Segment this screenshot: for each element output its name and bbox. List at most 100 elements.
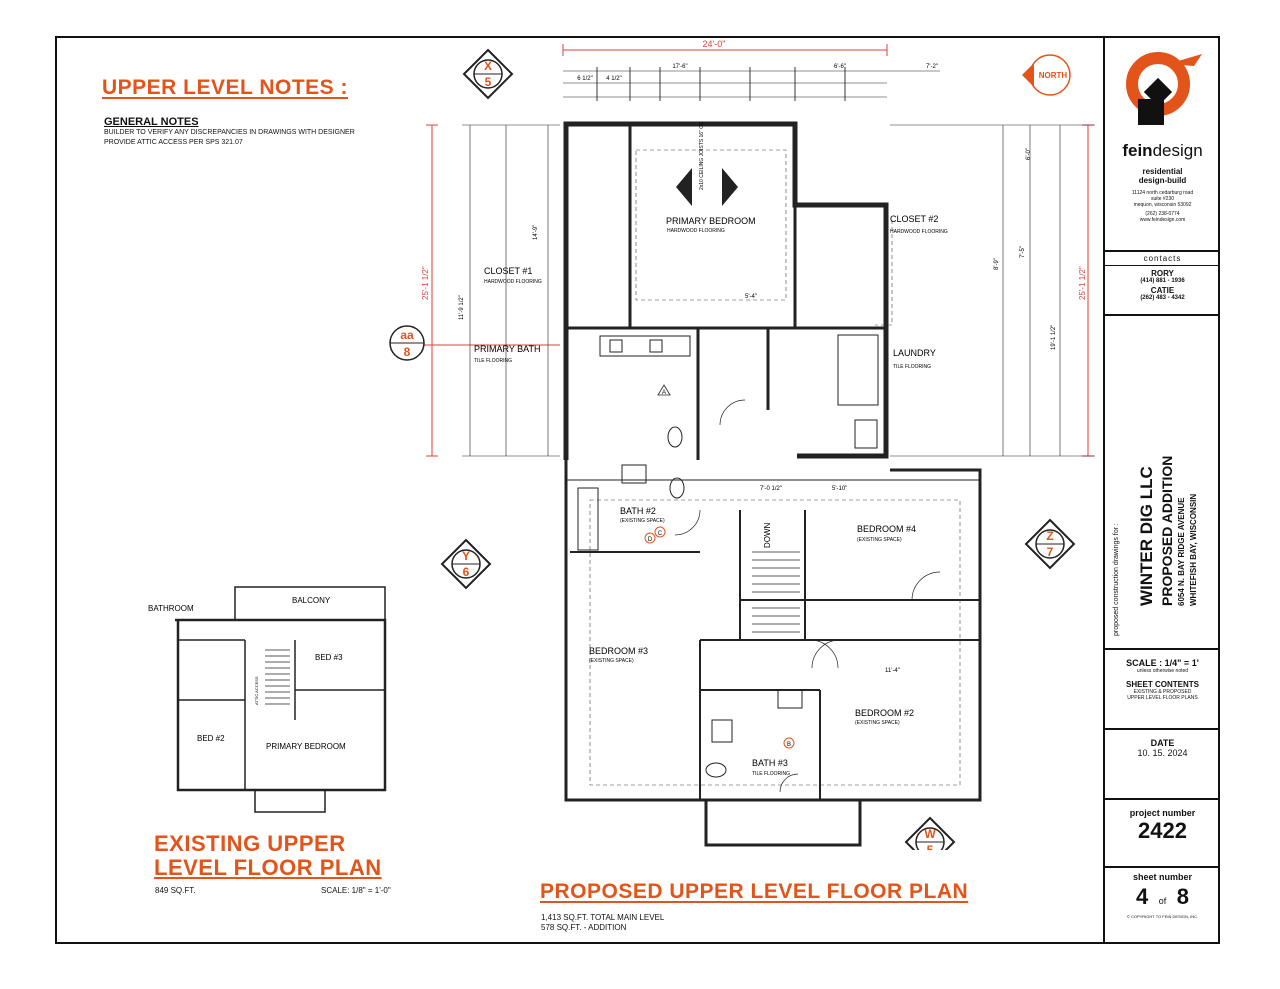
firm-website: www.feindesign.com xyxy=(1139,217,1186,223)
sheet-number-label: sheet number xyxy=(1132,872,1192,882)
dim-5-4: 5'-4" xyxy=(745,294,757,300)
brand-tagline-2: design-build xyxy=(1138,176,1187,185)
existing-plan-title-line-2: LEVEL FLOOR PLAN xyxy=(154,855,382,880)
general-note-1: BUILDER TO VERIFY ANY DISCREPANCIES IN D… xyxy=(104,129,355,136)
brand-tagline-1: residential xyxy=(1142,167,1183,176)
svg-text:X: X xyxy=(484,59,492,73)
dim-11-9: 11'-9 1/2" xyxy=(459,295,465,320)
dim-7-0: 7'-0 1/2" xyxy=(760,486,782,492)
sheet-contents-line-2: UPPER LEVEL FLOOR PLANS xyxy=(1127,695,1198,701)
svg-text:W: W xyxy=(924,827,936,841)
proposed-plan-title: PROPOSED UPPER LEVEL FLOOR PLAN xyxy=(540,880,969,903)
tag-c: C xyxy=(658,531,663,537)
copyright-line: © COPYRIGHT TO FEIN DESIGN, INC. xyxy=(1126,914,1199,919)
detail-tags: A B C D xyxy=(644,384,795,749)
dim-overall-width: 24'-0" xyxy=(703,40,726,49)
svg-text:8: 8 xyxy=(404,345,411,359)
svg-text:5: 5 xyxy=(485,75,492,89)
dim-7-2: 7'-2" xyxy=(926,64,938,70)
section-marker-w: W 5 xyxy=(904,816,956,850)
svg-text:Z: Z xyxy=(1046,529,1053,543)
contacts-block: contacts RORY (414) 881 - 1936 CATIE (26… xyxy=(1105,252,1220,316)
room-bath-2: BATH #2 xyxy=(620,506,656,516)
title-block-brand: feindesign residential design-build 1112… xyxy=(1105,36,1220,252)
sheet-contents-label: SHEET CONTENTS xyxy=(1126,680,1199,689)
proposed-area-addition: 578 SQ.FT. - ADDITION xyxy=(541,923,627,932)
drawing-sheet-border xyxy=(55,36,1220,944)
svg-text:aa: aa xyxy=(400,328,414,342)
north-arrow: NORTH xyxy=(1022,54,1071,96)
scale-note: unless otherwise noted xyxy=(1136,668,1189,674)
brand-name: feindesign xyxy=(1122,141,1203,160)
dim-7-5: 7'-5" xyxy=(1020,246,1026,258)
sheet-number-block: sheet number 4 of 8 © COPYRIGHT TO FEIN … xyxy=(1105,868,1220,942)
svg-text:7: 7 xyxy=(1047,545,1054,559)
stair-treads xyxy=(752,551,800,633)
dim-overall-depth-right: 25'-1 1/2" xyxy=(1078,266,1087,300)
existing-plan-scale: SCALE: 1/8" = 1'-0" xyxy=(321,886,391,895)
dim-17-6: 17'-6" xyxy=(672,64,687,70)
sheet-contents-line-1: EXISTING & PROPOSED xyxy=(1133,689,1192,695)
sheet-number-current: 4 xyxy=(1136,884,1149,909)
section-marker-z: Z 7 xyxy=(1024,518,1076,570)
general-notes-title: GENERAL NOTES xyxy=(104,116,199,128)
dim-19-1: 19'-1 1/2" xyxy=(1051,325,1057,350)
sheet-number-of: of xyxy=(1158,896,1167,906)
primary-bath-flooring: TILE FLOORING xyxy=(474,358,512,364)
addition-dimension-lines xyxy=(412,44,1094,457)
existing-room-bed2: BED #2 xyxy=(197,734,225,743)
dim-14-9: 14'-9" xyxy=(533,225,539,240)
scale-label: SCALE : 1/4" = 1' xyxy=(1126,658,1199,668)
room-bedroom-4: BEDROOM #4 xyxy=(857,524,916,534)
bedroom-4-note: (EXISTING SPACE) xyxy=(857,537,902,543)
scale-contents-block: SCALE : 1/4" = 1' unless otherwise noted… xyxy=(1105,650,1220,730)
tag-b: B xyxy=(787,742,791,748)
sheet-number-total: 8 xyxy=(1176,884,1189,909)
room-bedroom-3: BEDROOM #3 xyxy=(589,646,648,656)
contact-2-phone: (262) 483 - 4342 xyxy=(1140,295,1185,301)
contact-1-phone: (414) 881 - 1936 xyxy=(1140,278,1185,284)
date-label: DATE xyxy=(1150,738,1175,748)
project-name: PROPOSED ADDITION xyxy=(1159,455,1175,606)
existing-room-bathroom: BATHROOM xyxy=(148,604,194,613)
proposed-floor-plan: 24'-0" 17'-6" 6'-6" 7'-2" 6 1/2" 4 1/2" … xyxy=(389,40,1095,850)
prepared-for-label: proposed construction drawings for : xyxy=(1113,523,1120,636)
address-line-2: suite #230 xyxy=(1150,196,1175,202)
room-closet-2: CLOSET #2 xyxy=(890,214,938,224)
door-swings xyxy=(674,399,941,793)
firm-phone: (262) 238-0774 xyxy=(1145,211,1180,217)
existing-room-bed3: BED #3 xyxy=(315,653,343,662)
existing-room-balcony: BALCONY xyxy=(292,596,331,605)
bath-2-note: (EXISTING SPACE) xyxy=(620,518,665,524)
project-street: 6054 N. BAY RIDGE AVENUE xyxy=(1177,497,1186,606)
svg-text:NORTH: NORTH xyxy=(1039,71,1068,80)
tag-d: D xyxy=(648,537,653,543)
dim-5-10: 5'-10" xyxy=(832,486,847,492)
existing-room-primary: PRIMARY BEDROOM xyxy=(266,742,346,751)
bath-fixtures xyxy=(577,334,879,778)
closet-1-flooring: HARDWOOD FLOORING xyxy=(484,279,542,285)
room-laundry: LAUNDRY xyxy=(893,348,936,358)
dashed-lines xyxy=(589,149,961,786)
address-line-3: mequon, wisconsin 53092 xyxy=(1133,202,1192,208)
svg-text:Y: Y xyxy=(462,549,470,563)
primary-bedroom-flooring: HARDWOOD FLOORING xyxy=(667,228,725,234)
room-closet-1: CLOSET #1 xyxy=(484,266,532,276)
title-block: feindesign residential design-build 1112… xyxy=(1103,36,1220,944)
section-marker-x: X 5 xyxy=(462,48,514,100)
project-city: WHITEFISH BAY, WISCONSIN xyxy=(1189,493,1198,606)
dim-6-6: 6'-6" xyxy=(834,64,846,70)
bath-3-flooring: TILE FLOORING xyxy=(752,771,790,777)
room-primary-bath: PRIMARY BATH xyxy=(474,344,541,354)
project-info-block: proposed construction drawings for : WIN… xyxy=(1105,316,1220,650)
bedroom-2-note: (EXISTING SPACE) xyxy=(855,720,900,726)
ceiling-direction-arrow xyxy=(676,168,692,206)
contacts-label: contacts xyxy=(1105,254,1220,266)
dimension-strings xyxy=(462,67,1095,457)
dim-overall-depth: 25'-1 1/2" xyxy=(421,266,430,300)
project-number-value: 2422 xyxy=(1138,818,1187,843)
existing-plan-title: EXISTING UPPER LEVEL FLOOR PLAN xyxy=(154,832,382,880)
bedroom-3-note: (EXISTING SPACE) xyxy=(589,658,634,664)
project-number-block: project number 2422 xyxy=(1105,800,1220,868)
contact-1-name: RORY xyxy=(1151,269,1174,278)
